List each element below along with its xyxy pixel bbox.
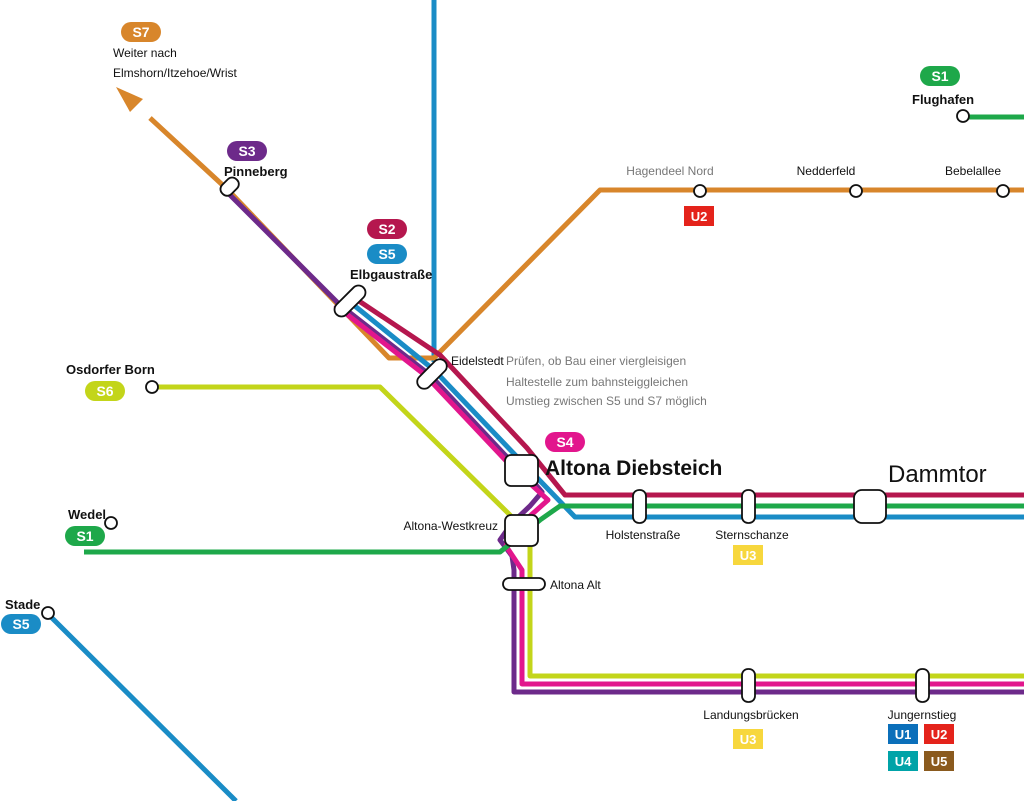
badges: S7 S3 S2 S5 S6 S1 S5 S4 xyxy=(1,22,960,771)
station-markers xyxy=(41,109,1010,703)
badge-s3[interactable]: S3 xyxy=(227,141,267,161)
label-pinneberg: Pinneberg xyxy=(224,164,288,179)
badge-s5-stade-label: S5 xyxy=(12,616,29,632)
label-wedel: Wedel xyxy=(68,507,106,522)
badge-u2-jungfernstieg-label: U2 xyxy=(931,727,948,742)
eidelstedt-note-3: Umstieg zwischen S5 und S7 möglich xyxy=(506,394,707,408)
badge-u4-label: U4 xyxy=(895,754,912,769)
badge-s6-label: S6 xyxy=(96,383,113,399)
eidelstedt-note-1: Prüfen, ob Bau einer viergleisigen xyxy=(506,354,686,368)
badge-s5-elbgau-label: S5 xyxy=(378,246,395,262)
label-jungfernstieg: Jungernstieg xyxy=(888,708,957,722)
label-altona-westkreuz: Altona-Westkreuz xyxy=(404,519,498,533)
badge-s5-stade[interactable]: S5 xyxy=(1,614,41,634)
s7-arrow-head xyxy=(116,87,143,112)
label-elbgaustrasse: Elbgaustraße xyxy=(350,267,432,282)
station-marker-hagendeel-nord[interactable] xyxy=(693,184,707,198)
station-marker-osdorfer-born[interactable] xyxy=(145,380,159,394)
badge-s1-wedel[interactable]: S1 xyxy=(65,526,105,546)
line-s1-west xyxy=(84,503,1024,555)
station-marker-landungsbruecken[interactable] xyxy=(741,668,756,703)
station-marker-sternschanze[interactable] xyxy=(741,489,756,524)
station-marker-nedderfeld[interactable] xyxy=(849,184,863,198)
line-s7-main xyxy=(148,116,1024,361)
label-eidelstedt: Eidelstedt xyxy=(451,354,504,368)
badge-s2-label: S2 xyxy=(378,221,395,237)
station-marker-jungfernstieg[interactable] xyxy=(915,668,930,703)
badge-s1-flughafen-label: S1 xyxy=(931,68,948,84)
eidelstedt-note-2: Haltestelle zum bahnsteiggleichen xyxy=(506,375,688,389)
label-osdorfer-born: Osdorfer Born xyxy=(66,362,155,377)
station-marker-dammtor[interactable] xyxy=(853,489,887,524)
badge-u3-landungsbruecken[interactable]: U3 xyxy=(733,729,763,749)
line-s6 xyxy=(152,384,1024,679)
badge-s3-label: S3 xyxy=(238,143,255,159)
badge-u1-jungfernstieg[interactable]: U1 xyxy=(888,724,918,744)
label-dammtor: Dammtor xyxy=(888,461,987,488)
badge-u3-landungsbruecken-label: U3 xyxy=(740,732,757,747)
station-marker-stade[interactable] xyxy=(41,606,55,620)
station-marker-eidelstedt[interactable] xyxy=(414,356,449,391)
label-nedderfeld: Nedderfeld xyxy=(797,164,856,178)
line-s5-stade xyxy=(46,612,238,801)
badge-u2-jungfernstieg[interactable]: U2 xyxy=(924,724,954,744)
badge-u3-sternschanze-label: U3 xyxy=(740,548,757,563)
badge-u2-hagendeel[interactable]: U2 xyxy=(684,206,714,226)
station-marker-altona-alt[interactable] xyxy=(502,577,546,591)
badge-s1-flughafen[interactable]: S1 xyxy=(920,66,960,86)
station-marker-elbgaustrasse[interactable] xyxy=(332,283,369,320)
label-hagendeel-nord: Hagendeel Nord xyxy=(626,164,713,178)
badge-s4-label: S4 xyxy=(556,434,573,450)
station-marker-wedel[interactable] xyxy=(104,516,118,530)
station-marker-bebelallee[interactable] xyxy=(996,184,1010,198)
station-marker-holstenstrasse[interactable] xyxy=(632,489,647,524)
badge-s2[interactable]: S2 xyxy=(367,219,407,239)
badge-s4[interactable]: S4 xyxy=(545,432,585,452)
line-s3 xyxy=(226,191,1024,695)
badge-u3-sternschanze[interactable]: U3 xyxy=(733,545,763,565)
label-sternschanze: Sternschanze xyxy=(715,528,789,542)
s7-note-line1: Weiter nach xyxy=(113,46,177,60)
badge-s5-elbgaustrasse[interactable]: S5 xyxy=(367,244,407,264)
badge-u5-jungfernstieg[interactable]: U5 xyxy=(924,751,954,771)
station-marker-flughafen[interactable] xyxy=(956,109,970,123)
label-flughafen: Flughafen xyxy=(912,92,974,107)
s7-note-line2: Elmshorn/Itzehoe/Wrist xyxy=(113,66,237,80)
label-landungsbruecken: Landungsbrücken xyxy=(703,708,798,722)
station-marker-altona-westkreuz[interactable] xyxy=(504,514,539,547)
badge-u5-label: U5 xyxy=(931,754,948,769)
label-altona-diebsteich: Altona Diebsteich xyxy=(545,457,722,480)
line-s2 xyxy=(348,292,1024,498)
station-marker-pinneberg[interactable] xyxy=(218,175,241,198)
label-holstenstrasse: Holstenstraße xyxy=(606,528,681,542)
badge-s6[interactable]: S6 xyxy=(85,381,125,401)
station-labels: Weiter nach Elmshorn/Itzehoe/Wrist Pinne… xyxy=(5,46,1001,722)
badge-s1-wedel-label: S1 xyxy=(76,528,93,544)
label-bebelallee: Bebelallee xyxy=(945,164,1001,178)
badge-u2-hagendeel-label: U2 xyxy=(691,209,708,224)
label-stade: Stade xyxy=(5,597,40,612)
label-altona-alt: Altona Alt xyxy=(550,578,601,592)
badge-u1-label: U1 xyxy=(895,727,912,742)
badge-s7[interactable]: S7 xyxy=(121,22,161,42)
station-marker-altona-diebsteich[interactable] xyxy=(504,454,539,487)
badge-u4-jungfernstieg[interactable]: U4 xyxy=(888,751,918,771)
badge-s7-label: S7 xyxy=(132,24,149,40)
